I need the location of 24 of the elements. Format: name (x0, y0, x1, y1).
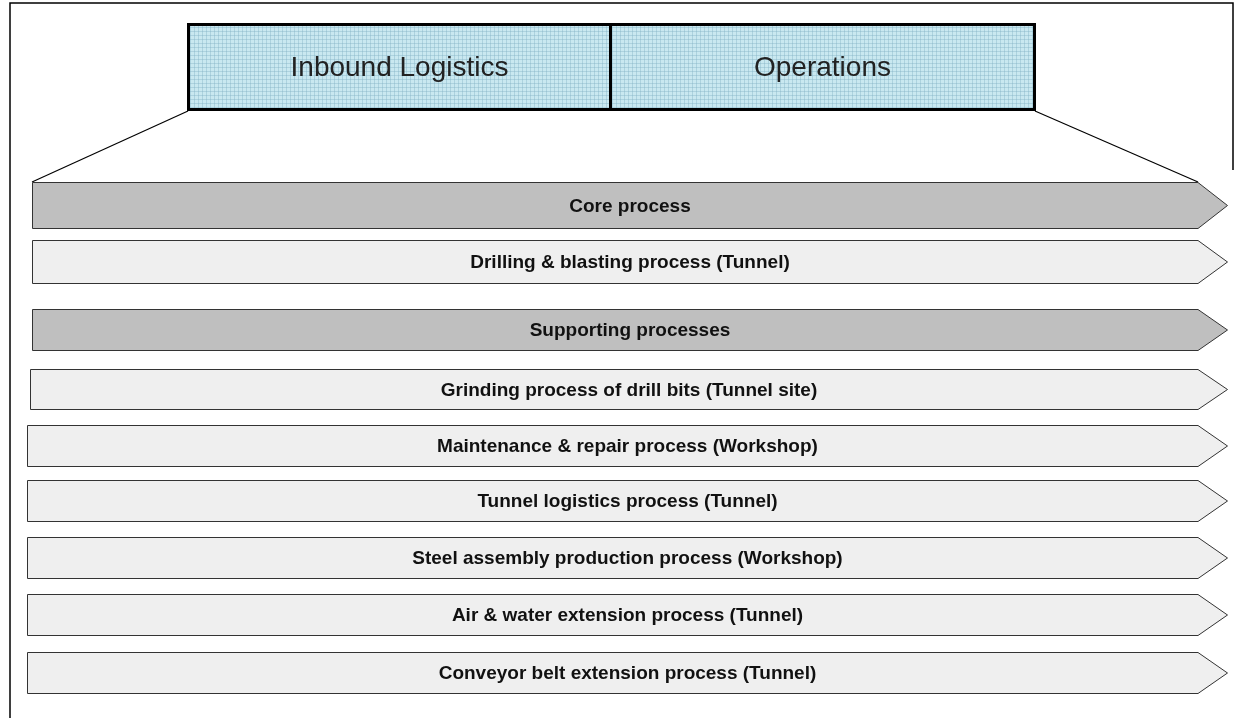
process-band (32, 182, 1228, 229)
process-label: Tunnel logistics process (Tunnel) (477, 490, 778, 512)
process-label: Core process (569, 194, 691, 217)
process-label: Air & water extension process (Tunnel) (451, 604, 804, 626)
value-chain-box (609, 23, 1036, 111)
process-band (27, 594, 1228, 636)
process-label: Steel assembly production process (Workshop) (412, 547, 843, 569)
process-band (27, 425, 1228, 467)
stage-label: Operations (754, 51, 891, 83)
process-band (27, 537, 1228, 579)
process-label: Supporting processes (529, 319, 731, 341)
process-band (27, 652, 1228, 694)
value-chain-box (187, 23, 612, 111)
process-band (32, 240, 1228, 284)
stage-label: Inbound Logistics (290, 51, 509, 83)
expansion-line (1034, 110, 1199, 183)
process-band (30, 369, 1228, 410)
expansion-line (31, 110, 189, 183)
process-label: Maintenance & repair process (Workshop) (437, 435, 818, 457)
process-label: Drilling & blasting process (Tunnel) (470, 251, 790, 273)
process-band (27, 480, 1228, 522)
process-label: Conveyor belt extension process (Tunnel) (438, 662, 817, 684)
process-label: Grinding process of drill bits (Tunnel site) (440, 378, 818, 401)
process-band (32, 309, 1228, 351)
